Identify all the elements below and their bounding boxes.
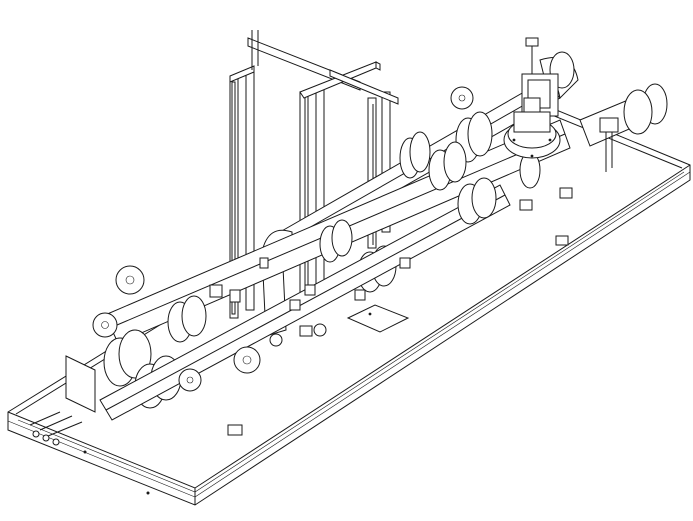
signboard [66, 356, 95, 412]
drain-pan [348, 305, 408, 332]
central-valve-body [504, 98, 560, 158]
instrument-fittings [210, 188, 572, 346]
skid-base-frame [8, 95, 690, 505]
lower-line [100, 152, 540, 420]
handwheel-valves [93, 87, 473, 391]
outlet-flange [580, 84, 667, 172]
support-gantry [230, 30, 398, 318]
left-end-fittings [30, 412, 82, 445]
